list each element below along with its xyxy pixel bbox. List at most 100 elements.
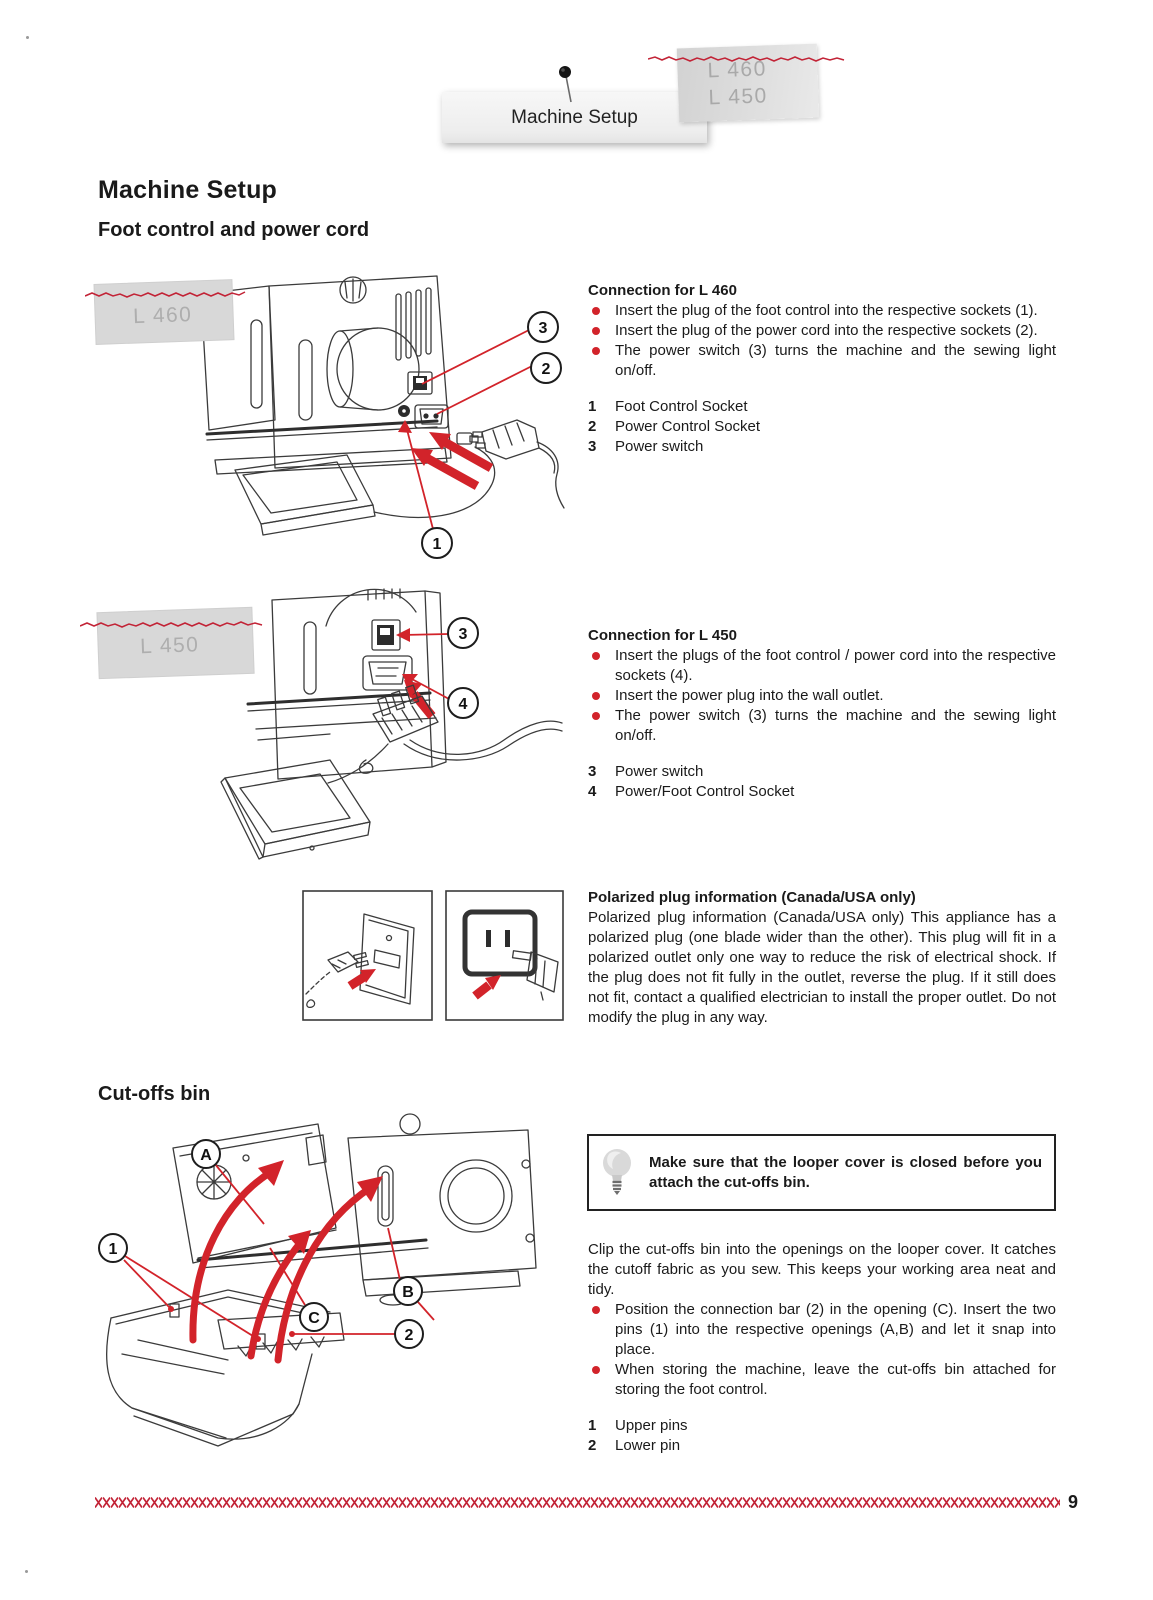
bullet-text: Insert the plug of the power cord into t…: [615, 322, 1038, 339]
callout-b: B: [393, 1276, 423, 1306]
bullet-text: The power switch (3) turns the machine a…: [615, 707, 1056, 744]
polarized-body: Polarized plug information (Canada/USA o…: [588, 909, 1056, 1026]
svg-text:3: 3: [459, 626, 468, 643]
legend-number: 1: [588, 1417, 597, 1434]
l460-heading: Connection for L 460: [588, 282, 737, 299]
legend-row: 4 Power/Foot Control Socket: [588, 782, 1056, 802]
polarized-heading: Polarized plug information (Canada/USA o…: [588, 889, 916, 906]
cutoffs-legend: 1 Upper pins 2 Lower pin: [588, 1416, 1056, 1456]
legend-number: 3: [588, 763, 597, 780]
legend-row: 1 Foot Control Socket: [588, 397, 1056, 417]
cutoffs-bin-illustration: A 1 B C 2: [98, 1113, 537, 1447]
list-item: Insert the power plug into the wall outl…: [588, 686, 1056, 706]
l450-label-card: L 450: [96, 606, 255, 680]
legend-number: 2: [588, 1437, 597, 1454]
list-item: The power switch (3) turns the machine a…: [588, 341, 1056, 381]
cross-stitch-border: [95, 1496, 1060, 1509]
list-item: When storing the machine, leave the cut-…: [588, 1360, 1056, 1400]
legend-number: 1: [588, 398, 597, 415]
legend-number: 2: [588, 418, 597, 435]
stitch-line: [648, 56, 845, 62]
chapter-tab: Machine Setup: [442, 92, 707, 143]
bullet-icon: [592, 307, 600, 315]
legend-label: Power switch: [615, 438, 704, 455]
pin-icon: [559, 66, 572, 103]
bullet-icon: [592, 1306, 600, 1314]
bullet-icon: [592, 347, 600, 355]
bullet-text: Insert the plugs of the foot control / p…: [615, 647, 1056, 684]
chapter-tab-label: Machine Setup: [511, 106, 638, 128]
polarized-section: Polarized plug information (Canada/USA o…: [588, 888, 1056, 1028]
list-item: Position the connection bar (2) in the o…: [588, 1300, 1056, 1360]
callout-a: A: [191, 1139, 221, 1169]
note-box: Make sure that the looper cover is close…: [587, 1134, 1056, 1211]
legend-row: 2 Power Control Socket: [588, 417, 1056, 437]
l460-label-card: L 460: [93, 279, 235, 345]
legend-label: Foot Control Socket: [615, 398, 748, 415]
svg-text:L 450: L 450: [140, 633, 200, 658]
callout-4: 4: [447, 687, 479, 719]
note-text: Make sure that the looper cover is close…: [649, 1153, 1042, 1191]
svg-text:3: 3: [539, 320, 548, 337]
cutoffs-body: Clip the cut-offs bin into the openings …: [588, 1241, 1056, 1298]
list-item: The power switch (3) turns the machine a…: [588, 706, 1056, 746]
bullet-text: Insert the plug of the foot control into…: [615, 302, 1038, 319]
bullet-icon: [592, 712, 600, 720]
scan-artifact: [26, 36, 29, 39]
svg-text:L 460: L 460: [133, 303, 193, 328]
legend-number: 4: [588, 783, 597, 800]
lightbulb-icon: [603, 1148, 631, 1195]
bullet-icon: [592, 652, 600, 660]
l450-legend: 3 Power switch 4 Power/Foot Control Sock…: [588, 762, 1056, 802]
bullet-icon: [592, 1366, 600, 1374]
legend-row: 3 Power switch: [588, 762, 1056, 782]
bullet-text: The power switch (3) turns the machine a…: [615, 342, 1056, 379]
model-card-line: L 450: [708, 84, 769, 110]
legend-number: 3: [588, 438, 597, 455]
bullet-icon: [592, 692, 600, 700]
l460-connection-illustration: 3 2 1 L 460: [85, 275, 565, 559]
legend-row: 2 Lower pin: [588, 1436, 1056, 1456]
list-item: Insert the plug of the power cord into t…: [588, 321, 1056, 341]
svg-text:A: A: [200, 1147, 212, 1164]
callout-c: C: [299, 1302, 329, 1332]
legend-label: Power Control Socket: [615, 418, 761, 435]
scan-artifact: [25, 1570, 28, 1573]
svg-text:4: 4: [459, 696, 468, 713]
cutoffs-section: Clip the cut-offs bin into the openings …: [588, 1240, 1056, 1456]
l450-section: Connection for L 450 Insert the plugs of…: [588, 626, 1056, 802]
callout-1: 1: [98, 1233, 128, 1263]
section-title-cutoffs: Cut-offs bin: [98, 1083, 211, 1105]
svg-text:1: 1: [109, 1241, 118, 1258]
callout-3: 3: [447, 617, 479, 649]
polarized-plug-illustration: [302, 890, 564, 1021]
svg-text:2: 2: [542, 361, 551, 378]
page-title: Machine Setup: [98, 176, 278, 204]
svg-text:2: 2: [405, 1327, 414, 1344]
callout-1: 1: [421, 527, 453, 559]
svg-text:C: C: [308, 1310, 320, 1327]
page-number: 9: [1068, 1492, 1079, 1512]
bullet-text: Insert the power plug into the wall outl…: [615, 687, 884, 704]
bullet-text: Position the connection bar (2) in the o…: [615, 1301, 1056, 1358]
l450-heading: Connection for L 450: [588, 627, 737, 644]
svg-text:1: 1: [433, 536, 442, 553]
l460-legend: 1 Foot Control Socket 2 Power Control So…: [588, 397, 1056, 457]
legend-row: 1 Upper pins: [588, 1416, 1056, 1436]
callout-2: 2: [530, 352, 562, 384]
svg-text:B: B: [402, 1284, 414, 1301]
bullet-icon: [592, 327, 600, 335]
callout-2: 2: [394, 1319, 424, 1349]
legend-label: Power switch: [615, 763, 704, 780]
legend-label: Power/Foot Control Socket: [615, 783, 795, 800]
l460-section: Connection for L 460 Insert the plug of …: [588, 281, 1056, 457]
legend-label: Lower pin: [615, 1437, 681, 1454]
callout-3: 3: [527, 311, 559, 343]
list-item: Insert the plug of the foot control into…: [588, 301, 1056, 321]
l450-connection-illustration: 3 4 L 450: [80, 588, 563, 860]
bullet-text: When storing the machine, leave the cut-…: [615, 1361, 1056, 1398]
section-title-foot-control: Foot control and power cord: [98, 219, 370, 241]
legend-label: Upper pins: [615, 1417, 688, 1434]
legend-row: 3 Power switch: [588, 437, 1056, 457]
